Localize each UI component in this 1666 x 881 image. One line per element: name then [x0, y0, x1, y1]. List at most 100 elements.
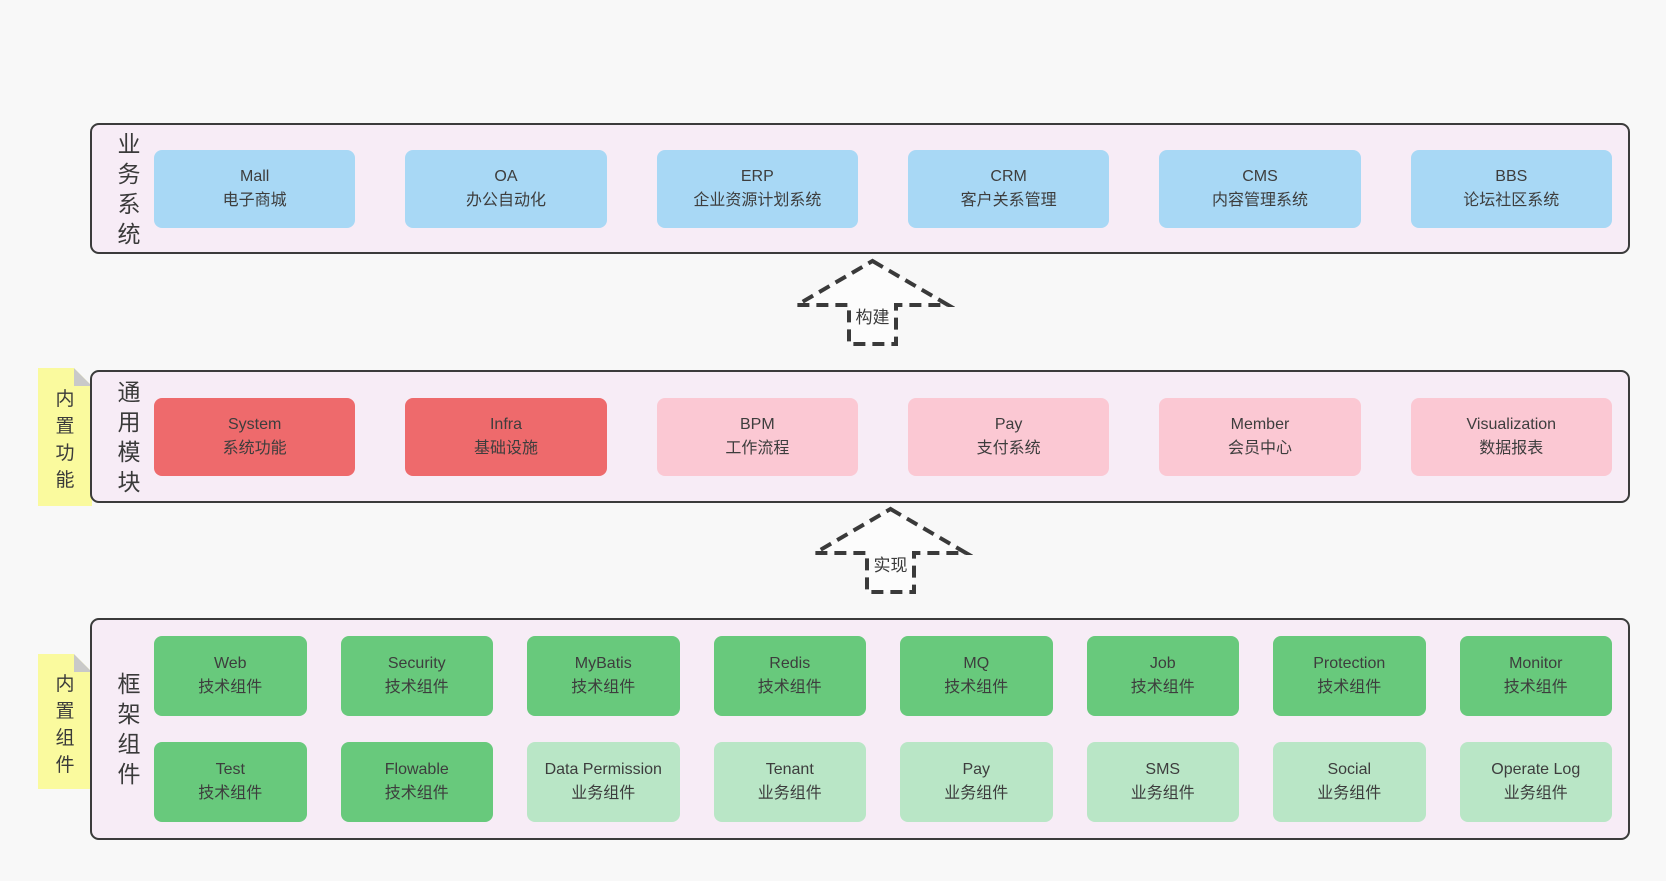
module-box-member: Member 会员中心 [1159, 397, 1361, 476]
module-box-mybatis: MyBatis 技术组件 [527, 636, 680, 716]
module-name: Member [1230, 415, 1290, 433]
module-description: 会员中心 [1227, 439, 1292, 457]
module-box-social: Social 业务组件 [1273, 742, 1426, 822]
module-description: 企业资源计划系统 [693, 191, 822, 209]
module-description: 工作流程 [725, 439, 790, 457]
module-description: 技术组件 [198, 679, 263, 696]
module-box-erp: ERP 企业资源计划系统 [656, 149, 858, 228]
module-description: 技术组件 [384, 785, 449, 802]
module-name: Pay [994, 415, 1023, 433]
module-box-security: Security 技术组件 [340, 636, 493, 716]
module-name: OA [494, 167, 518, 185]
module-description: 支付系统 [976, 439, 1041, 457]
module-description: 技术组件 [384, 679, 449, 696]
module-box-monitor: Monitor 技术组件 [1459, 636, 1612, 716]
band-label-text: 框架组件 [117, 671, 141, 787]
module-name: Mall [239, 167, 270, 185]
module-description: 办公自动化 [465, 191, 546, 209]
band-business-systems: 业务系统 Mall 电子商城 OA 办公自动化 ERP 企业资源计划系统 CRM 客户关系管理… [90, 123, 1630, 254]
module-description: 业务组件 [1317, 785, 1382, 802]
band-label: 框架组件 [104, 669, 154, 789]
sticky-note-label: 内置功能 [55, 389, 75, 491]
module-name: ERP [740, 167, 774, 185]
module-name: System [227, 415, 282, 433]
module-box-mq: MQ 技术组件 [900, 636, 1053, 716]
band-label: 通用模块 [104, 377, 154, 497]
sticky-note-builtin-components: 内置组件 [38, 654, 92, 789]
band-label-text: 通用模块 [117, 378, 141, 495]
sticky-note-label: 内置组件 [55, 673, 75, 776]
dashed-up-arrow-icon [808, 506, 973, 594]
module-name: MyBatis [574, 655, 632, 672]
module-description: 客户关系管理 [960, 191, 1057, 209]
module-box-cms: CMS 内容管理系统 [1159, 149, 1361, 228]
module-name: Security [387, 655, 446, 672]
module-description: 技术组件 [757, 679, 822, 696]
module-description: 业务组件 [757, 785, 822, 802]
module-name: Web [213, 655, 247, 672]
module-box-job: Job 技术组件 [1086, 636, 1239, 716]
sticky-note-builtin-features: 内置功能 [38, 368, 92, 506]
dashed-up-arrow-icon [790, 258, 955, 346]
module-description: 技术组件 [1317, 679, 1382, 696]
module-name: CRM [990, 167, 1027, 185]
module-box-protection: Protection 技术组件 [1273, 636, 1426, 716]
module-description: 技术组件 [1503, 679, 1568, 696]
module-name: Test [215, 761, 245, 778]
module-description: 电子商城 [222, 191, 287, 209]
module-name: Tenant [765, 761, 814, 778]
module-name: BBS [1495, 167, 1528, 185]
band-box-grid: Mall 电子商城 OA 办公自动化 ERP 企业资源计划系统 CRM 客户关系管理 CMS 内容… [154, 149, 1612, 228]
module-description: 技术组件 [571, 679, 636, 696]
module-description: 基础设施 [473, 439, 538, 457]
arrow-label: 构建 [852, 306, 893, 330]
module-name: SMS [1145, 761, 1181, 778]
module-name: Redis [769, 655, 811, 672]
module-box-redis: Redis 技术组件 [713, 636, 866, 716]
module-description: 业务组件 [1503, 785, 1568, 802]
module-name: Protection [1313, 655, 1386, 672]
module-box-oa: OA 办公自动化 [405, 149, 607, 228]
module-description: 业务组件 [944, 785, 1009, 802]
module-description: 内容管理系统 [1211, 191, 1308, 209]
module-box-web: Web 技术组件 [154, 636, 307, 716]
module-name: Job [1149, 655, 1176, 672]
band-row: Mall 电子商城 OA 办公自动化 ERP 企业资源计划系统 CRM 客户关系管理 CMS 内容… [154, 149, 1612, 228]
module-name: BPM [739, 415, 775, 433]
module-name: Flowable [384, 761, 449, 778]
module-description: 技术组件 [1130, 679, 1195, 696]
module-description: 技术组件 [944, 679, 1009, 696]
module-name: MQ [963, 655, 990, 672]
module-box-bbs: BBS 论坛社区系统 [1410, 149, 1612, 228]
module-box-tenant: Tenant 业务组件 [713, 742, 866, 822]
module-name: Social [1327, 761, 1372, 778]
module-name: Data Permission [544, 761, 662, 778]
module-box-system: System 系统功能 [154, 397, 356, 476]
module-name: Visualization [1466, 415, 1557, 433]
module-description: 论坛社区系统 [1463, 191, 1560, 209]
band-label-text: 业务系统 [117, 130, 141, 247]
module-name: Monitor [1509, 655, 1563, 672]
module-name: Pay [962, 761, 991, 778]
module-name: CMS [1242, 167, 1278, 185]
module-description: 系统功能 [222, 439, 287, 457]
band-label: 业务系统 [104, 129, 154, 249]
module-box-pay: Pay 业务组件 [900, 742, 1053, 822]
arrow-label: 实现 [870, 554, 911, 578]
implement-arrow: 实现 [808, 504, 973, 596]
module-box-flowable: Flowable 技术组件 [340, 742, 493, 822]
